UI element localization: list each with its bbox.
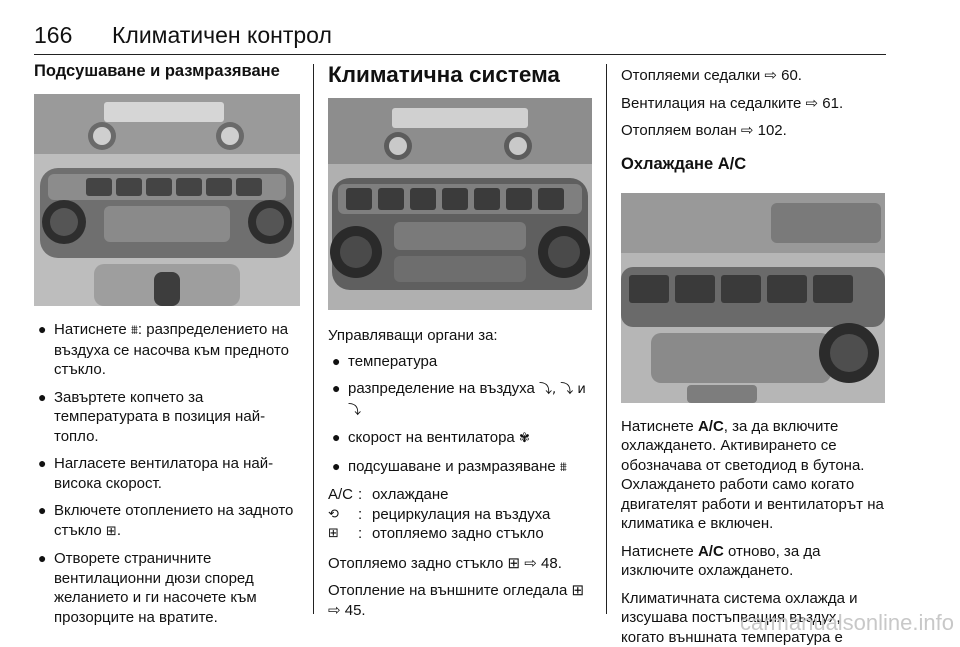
cross-reference: Отопляем волан ⇨ 102. bbox=[621, 121, 887, 141]
body-paragraph: Натиснете A/C отново, за да изключите ох… bbox=[621, 542, 887, 581]
list-item: ●подсушаване и размразяване ⩩ bbox=[328, 457, 592, 478]
bullet-list: ●Натиснете ⩩: разпределението на въздуха… bbox=[34, 320, 300, 627]
recirculation-icon: ⟲ bbox=[328, 505, 358, 525]
climate-panel-photo bbox=[328, 98, 592, 310]
bullet-list: ●температура ●разпределение на въздуха ⤵… bbox=[328, 352, 592, 478]
climate-panel-photo bbox=[621, 193, 885, 403]
column-divider bbox=[313, 64, 314, 614]
section-heading: Климатична система bbox=[328, 62, 592, 96]
windshield-defrost-icon: ⩩ bbox=[131, 323, 138, 338]
cross-reference: Отопление на външните огледала ⊞ ⇨ 45. bbox=[328, 581, 592, 620]
list-item: ●Завъртете копчето за температурата в по… bbox=[34, 388, 300, 447]
legend-row: A/C:охлаждане bbox=[328, 485, 592, 505]
section-heading: Охлаждане A/C bbox=[621, 155, 887, 179]
legend-row: ⟲:рециркулация на въздуха bbox=[328, 505, 592, 525]
rear-window-heat-icon: ⊞ bbox=[106, 524, 117, 539]
list-item: ●Натиснете ⩩: разпределението на въздуха… bbox=[34, 320, 300, 380]
legend: A/C:охлаждане ⟲:рециркулация на въздуха … bbox=[328, 485, 592, 544]
section-heading: Подсушаване и размразяване bbox=[34, 62, 300, 86]
column-3: Отопляеми седалки ⇨ 60. Вентилация на се… bbox=[621, 62, 887, 647]
list-item: ●разпределение на въздуха ⤵, ⤵ и ⤵ bbox=[328, 379, 592, 420]
cross-reference: Отопляеми седалки ⇨ 60. bbox=[621, 66, 887, 86]
watermark: carmanualsonline.info bbox=[740, 610, 954, 636]
cross-reference: Вентилация на седалките ⇨ 61. bbox=[621, 94, 887, 114]
list-item: ●скорост на вентилатора ✾ bbox=[328, 428, 592, 449]
body-paragraph: Натиснете A/C, за да включите охлажданет… bbox=[621, 417, 887, 534]
fan-icon: ✾ bbox=[519, 431, 530, 446]
column-1: Подсушаване и размразяване ●Натиснете ⩩:… bbox=[34, 62, 300, 635]
list-item: ●Отворете страничните вентилационни дюзи… bbox=[34, 549, 300, 627]
list-item: ●температура bbox=[328, 352, 592, 372]
rear-window-heat-icon: ⊞ bbox=[328, 524, 358, 544]
cross-reference: Отопляемо задно стъкло ⊞ ⇨ 48. bbox=[328, 554, 592, 574]
column-2: Климатична система Управляващи органи за… bbox=[328, 62, 592, 620]
page-number: 166 bbox=[34, 22, 72, 49]
page-header: 166 Климатичен контрол bbox=[34, 14, 886, 55]
list-item: ●Включете отоплението на задното стъкло … bbox=[34, 501, 300, 541]
page-title: Климатичен контрол bbox=[112, 22, 332, 49]
list-item: ●Нагласете вентилатора на най-висока ско… bbox=[34, 454, 300, 493]
column-divider bbox=[606, 64, 607, 614]
intro-text: Управляващи органи за: bbox=[328, 326, 592, 346]
climate-panel-photo bbox=[34, 94, 300, 306]
legend-row: ⊞:отопляемо задно стъкло bbox=[328, 524, 592, 544]
windshield-defrost-icon: ⩩ bbox=[560, 460, 567, 475]
